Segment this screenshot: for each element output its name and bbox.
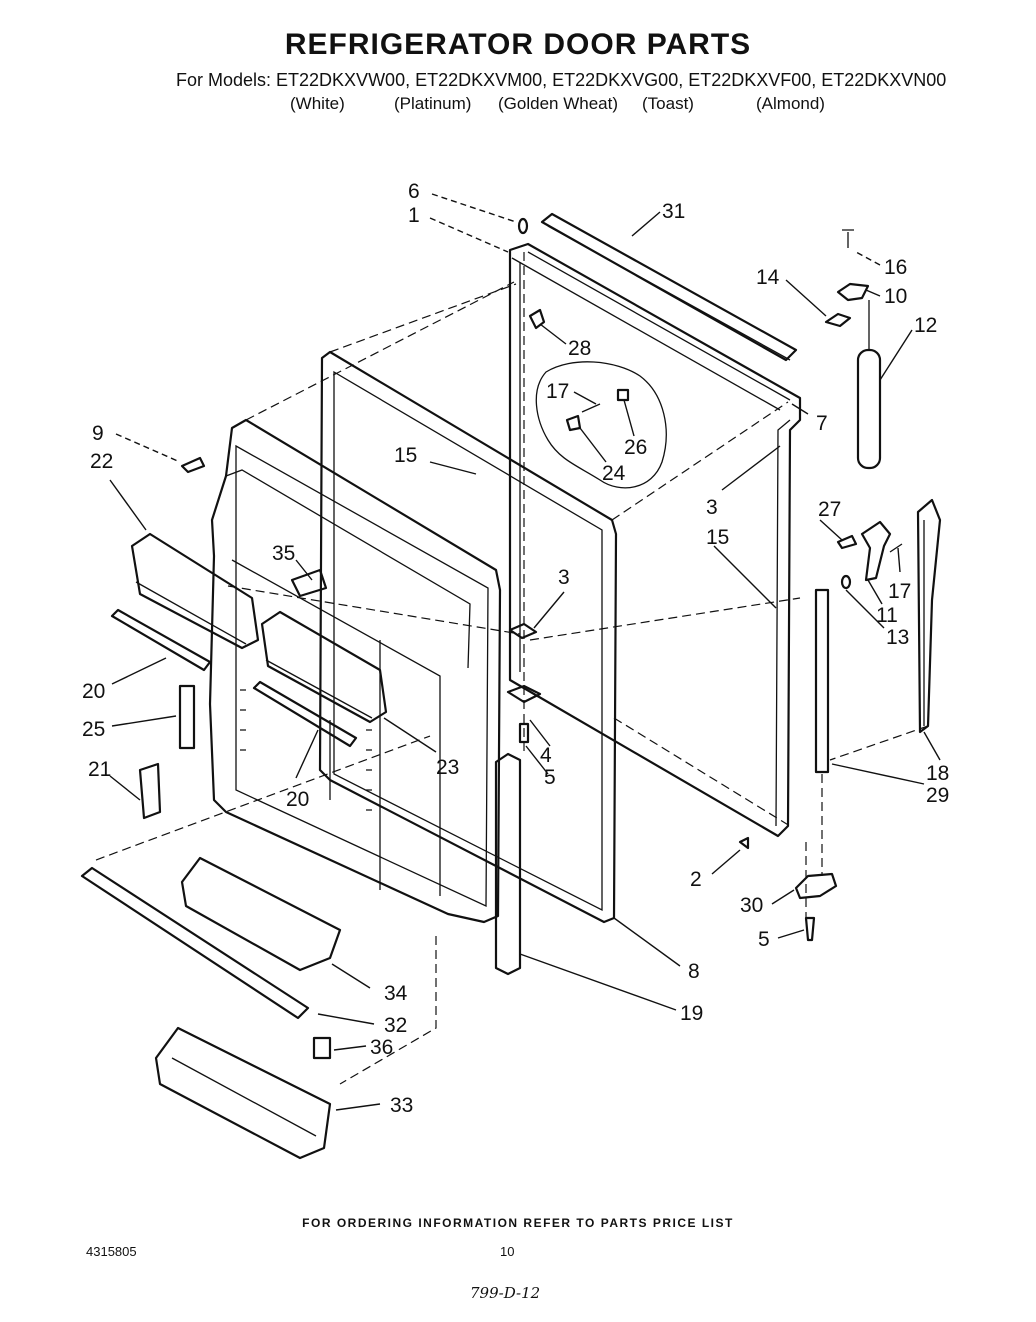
- bin-clip: [138, 762, 162, 820]
- callout-3a: 3: [706, 496, 718, 519]
- assembly-lines: [95, 252, 929, 1085]
- callout-28: 28: [568, 337, 591, 360]
- bottom-bin: [154, 1026, 332, 1160]
- callout-18: 18: [926, 762, 949, 785]
- gasket-strip: [494, 752, 522, 976]
- callout-15b: 15: [706, 526, 729, 549]
- page-title: REFRIGERATOR DOOR PARTS: [284, 28, 752, 61]
- color-almond: (Almond): [756, 94, 825, 113]
- callout-14: 14: [756, 266, 780, 289]
- callout-20a: 20: [82, 680, 105, 703]
- callout-16: 16: [884, 256, 907, 279]
- callout-19: 19: [680, 1002, 703, 1025]
- lower-hinge: [794, 872, 838, 900]
- callout-2: 2: [690, 868, 702, 891]
- callout-23: 23: [436, 756, 459, 779]
- callout-1: 1: [408, 204, 420, 227]
- shelf-bar-right: [252, 680, 358, 748]
- callout-13: 13: [886, 626, 909, 649]
- model-list: For Models: ET22DKXVW00, ET22DKXVM00, ET…: [176, 70, 947, 90]
- dairy-bin: [180, 856, 342, 972]
- callout-17a: 17: [546, 380, 569, 403]
- retainer: [290, 568, 328, 598]
- side-trim: [916, 498, 942, 734]
- callout-labels: 6 1 31 16 14 10 12 28 17 7 26 9 22 15 24…: [82, 180, 949, 1117]
- lower-shelf-bar: [80, 866, 310, 1020]
- side-strip: [814, 588, 830, 774]
- page-number: 10: [500, 1244, 515, 1259]
- callout-3b: 3: [558, 566, 570, 589]
- color-golden-wheat: (Golden Wheat): [498, 94, 618, 113]
- bin-end-clip: [312, 1036, 332, 1060]
- callout-11: 11: [876, 604, 898, 627]
- color-platinum: (Platinum): [394, 94, 472, 113]
- color-white: (White): [290, 94, 345, 113]
- callout-21: 21: [88, 758, 111, 781]
- callout-27: 27: [818, 498, 841, 521]
- shelf-bar-left: [110, 608, 212, 672]
- callout-36: 36: [370, 1036, 393, 1059]
- top-trim: [540, 212, 798, 362]
- callout-33: 33: [390, 1094, 413, 1117]
- bin-bracket: [178, 684, 196, 750]
- callout-26: 26: [624, 436, 647, 459]
- callout-15a: 15: [394, 444, 417, 467]
- callout-10: 10: [884, 285, 907, 308]
- callout-31: 31: [662, 200, 685, 223]
- leader-lines: [109, 193, 941, 1111]
- callout-30: 30: [740, 894, 763, 917]
- color-toast: (Toast): [642, 94, 694, 113]
- callout-17b: 17: [888, 580, 911, 603]
- callout-20b: 20: [286, 788, 309, 811]
- door-gasket: [318, 350, 618, 924]
- callout-8: 8: [688, 960, 700, 983]
- callout-29: 29: [926, 784, 949, 807]
- callout-34: 34: [384, 982, 408, 1005]
- callout-5b: 5: [758, 928, 770, 951]
- callout-5a: 5: [544, 766, 556, 789]
- callout-22: 22: [90, 450, 113, 473]
- hinge-bracket: [860, 520, 892, 582]
- callout-35: 35: [272, 542, 295, 565]
- callout-4: 4: [540, 744, 552, 767]
- door-handle: [824, 229, 882, 470]
- cutaway-detail: [535, 361, 667, 489]
- document-number: 4315805: [86, 1244, 137, 1259]
- outer-door-panel: [508, 242, 802, 838]
- callout-25: 25: [82, 718, 105, 741]
- callout-6: 6: [408, 180, 420, 203]
- callout-24: 24: [602, 462, 626, 485]
- callout-9: 9: [92, 422, 104, 445]
- callout-7: 7: [816, 412, 828, 435]
- callout-12: 12: [914, 314, 937, 337]
- ordering-note: FOR ORDERING INFORMATION REFER TO PARTS …: [302, 1216, 734, 1230]
- handwritten-code: 799-D-12: [470, 1284, 541, 1302]
- fasteners: [180, 217, 903, 942]
- upper-bins: [130, 532, 388, 724]
- callout-32: 32: [384, 1014, 407, 1037]
